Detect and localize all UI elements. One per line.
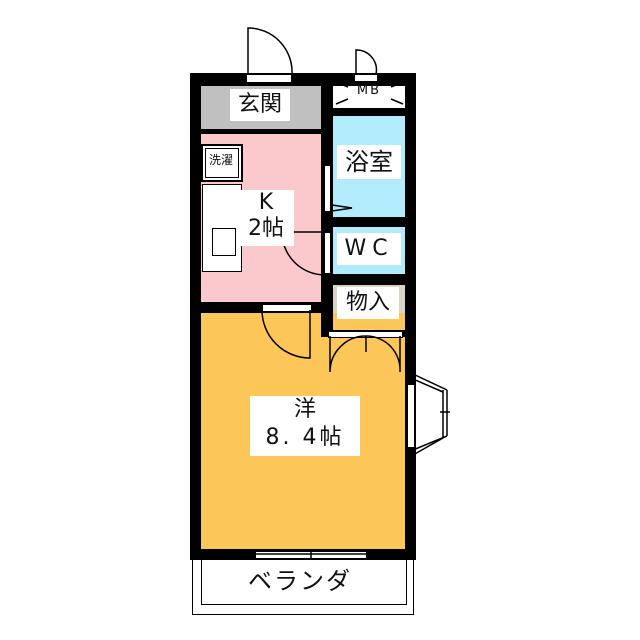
kitchen-label: K 2帖 <box>238 190 294 246</box>
wall-bath-wc <box>333 217 405 227</box>
kitchen-size: 2帖 <box>248 216 284 241</box>
mb-door-opening <box>354 74 378 82</box>
western-room-name: 洋 <box>293 397 316 422</box>
western-room-label: 洋 8. 4帖 <box>250 396 360 456</box>
wall-left <box>190 73 201 560</box>
sink-icon <box>212 228 236 256</box>
bay-window-opening <box>407 384 415 448</box>
washer-label: 洗濯 <box>208 153 233 167</box>
washer-space[interactable] <box>201 144 243 182</box>
kitchen-name: K <box>258 190 274 215</box>
wall-entrance-kitchen <box>201 129 321 134</box>
storage-label: 物入 <box>337 287 399 319</box>
entrance-label: 玄関 <box>230 89 290 121</box>
western-room-size: 8. 4帖 <box>265 425 345 450</box>
entrance-door-opening <box>246 74 292 83</box>
wall-mb-bath <box>333 108 405 116</box>
meter-box-label: MB <box>356 83 382 98</box>
wc-door-opening <box>324 232 331 274</box>
wall-right <box>405 73 416 560</box>
wall-wc-storage <box>333 274 405 285</box>
wc-label: WC <box>337 233 401 265</box>
bath-label: 浴室 <box>337 145 401 179</box>
room-door-opening <box>262 304 312 312</box>
balcony-label: ベランダ <box>235 566 365 596</box>
bath-door-opening <box>324 165 331 212</box>
